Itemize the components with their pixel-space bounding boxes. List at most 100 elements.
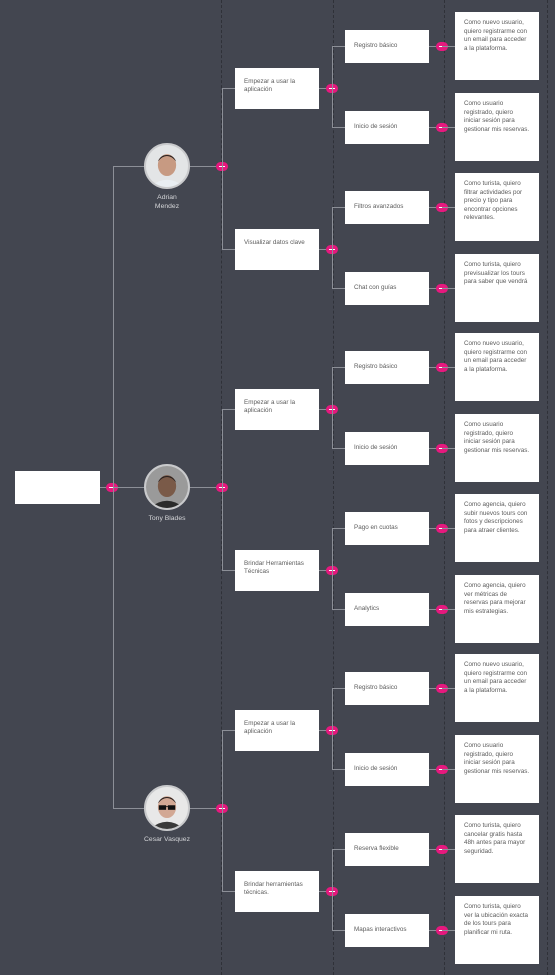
- avatar[interactable]: [144, 464, 190, 510]
- feature-label: Registro básico: [354, 683, 398, 691]
- story-card[interactable]: Como turista, quiero previsualizar los t…: [455, 254, 539, 322]
- epic-card[interactable]: Empezar a usar la aplicación: [235, 388, 319, 430]
- person-avatar-icon: [146, 787, 188, 829]
- connector-line: [429, 288, 442, 289]
- connector-line: [190, 808, 222, 809]
- connector-line: [442, 769, 455, 770]
- story-text: Como usuario registrado, quiero iniciar …: [464, 100, 530, 133]
- story-card[interactable]: Como nuevo usuario, quiero registrarme c…: [455, 654, 539, 722]
- connector-line: [332, 448, 345, 449]
- connector-line: [332, 528, 345, 529]
- connector-line: [442, 127, 455, 128]
- connector-line: [222, 891, 235, 892]
- root-node[interactable]: [15, 471, 100, 504]
- story-card[interactable]: Como turista, quiero filtrar actividades…: [455, 173, 539, 241]
- epic-card[interactable]: Brindar Herramientas Técnicas: [235, 549, 319, 591]
- connector-line: [332, 207, 345, 208]
- collapse-toggle[interactable]: [106, 482, 118, 492]
- connector-line: [429, 207, 442, 208]
- feature-card[interactable]: Filtros avanzados: [345, 190, 429, 224]
- connector-line: [442, 207, 455, 208]
- feature-card[interactable]: Inicio de sesión: [345, 431, 429, 465]
- epic-label: Brindar Herramientas Técnicas: [244, 559, 304, 576]
- connector-line: [442, 46, 455, 47]
- story-card[interactable]: Como nuevo usuario, quiero registrarme c…: [455, 333, 539, 401]
- connector-line: [442, 367, 455, 368]
- connector-line: [222, 249, 235, 250]
- connector-line: [222, 730, 235, 731]
- feature-card[interactable]: Registro básico: [345, 29, 429, 63]
- connector-line: [319, 88, 332, 89]
- feature-label: Inicio de sesión: [354, 122, 398, 130]
- story-card[interactable]: Como agencia, quiero subir nuevos tours …: [455, 494, 539, 562]
- connector-line: [319, 570, 332, 571]
- epic-card[interactable]: Visualizar datos clave: [235, 228, 319, 270]
- feature-label: Registro básico: [354, 41, 398, 49]
- story-card[interactable]: Como nuevo usuario, quiero registrarme c…: [455, 12, 539, 80]
- story-text: Como nuevo usuario, quiero registrarme c…: [464, 661, 527, 694]
- feature-card[interactable]: Inicio de sesión: [345, 752, 429, 786]
- story-card[interactable]: Como usuario registrado, quiero iniciar …: [455, 414, 539, 482]
- feature-card[interactable]: Registro básico: [345, 671, 429, 705]
- connector-line: [332, 688, 345, 689]
- avatar[interactable]: [144, 785, 190, 831]
- avatar[interactable]: [144, 143, 190, 189]
- feature-card[interactable]: Reserva flexible: [345, 832, 429, 866]
- epic-label: Empezar a usar la aplicación: [244, 719, 296, 736]
- epic-card[interactable]: Empezar a usar la aplicación: [235, 709, 319, 751]
- feature-card[interactable]: Inicio de sesión: [345, 110, 429, 144]
- story-text: Como turista, quiero ver la ubicación ex…: [464, 903, 529, 936]
- column-divider: [333, 0, 334, 975]
- story-card[interactable]: Como usuario registrado, quiero iniciar …: [455, 93, 539, 161]
- connector-line: [222, 409, 235, 410]
- epic-card[interactable]: Empezar a usar la aplicación: [235, 67, 319, 109]
- story-card[interactable]: Como turista, quiero ver la ubicación ex…: [455, 896, 539, 964]
- connector-line: [332, 46, 345, 47]
- connector-line: [332, 367, 345, 368]
- epic-label: Visualizar datos clave: [244, 238, 305, 246]
- feature-label: Registro básico: [354, 362, 398, 370]
- feature-label: Filtros avanzados: [354, 202, 404, 210]
- feature-card[interactable]: Pago en cuotas: [345, 511, 429, 545]
- connector-line: [429, 46, 442, 47]
- connector-line: [429, 448, 442, 449]
- feature-label: Inicio de sesión: [354, 443, 398, 451]
- feature-label: Pago en cuotas: [354, 523, 398, 531]
- person-name: Tony Blades: [148, 515, 186, 522]
- connector-line: [429, 769, 442, 770]
- connector-line: [429, 127, 442, 128]
- feature-label: Inicio de sesión: [354, 764, 398, 772]
- column-divider: [547, 0, 548, 975]
- epic-label: Empezar a usar la aplicación: [244, 77, 296, 94]
- story-card[interactable]: Como agencia, quiero ver métricas de res…: [455, 575, 539, 643]
- connector-line: [332, 288, 345, 289]
- epic-card[interactable]: Brindar herramientas técnicas.: [235, 870, 319, 912]
- feature-card[interactable]: Chat con guías: [345, 271, 429, 305]
- connector-line: [222, 409, 223, 571]
- connector-line: [222, 88, 235, 89]
- connector-line: [442, 609, 455, 610]
- connector-line: [442, 930, 455, 931]
- connector-line: [113, 487, 144, 488]
- connector-line: [319, 249, 332, 250]
- person-avatar-icon: [146, 466, 188, 508]
- story-text: Como agencia, quiero ver métricas de res…: [464, 582, 526, 615]
- epic-label: Empezar a usar la aplicación: [244, 398, 296, 415]
- connector-line: [429, 609, 442, 610]
- connector-line: [332, 688, 333, 770]
- connector-line: [113, 808, 144, 809]
- feature-card[interactable]: Analytics: [345, 592, 429, 626]
- connector-line: [332, 769, 345, 770]
- story-card[interactable]: Como turista, quiero cancelar gratis has…: [455, 815, 539, 883]
- connector-line: [222, 730, 223, 892]
- story-text: Como usuario registrado, quiero iniciar …: [464, 421, 530, 454]
- connector-line: [319, 409, 332, 410]
- feature-card[interactable]: Mapas interactivos: [345, 913, 429, 947]
- story-text: Como nuevo usuario, quiero registrarme c…: [464, 19, 527, 52]
- connector-line: [442, 288, 455, 289]
- feature-card[interactable]: Registro básico: [345, 350, 429, 384]
- story-card[interactable]: Como usuario registrado, quiero iniciar …: [455, 735, 539, 803]
- connector-line: [442, 849, 455, 850]
- connector-line: [429, 930, 442, 931]
- person-avatar-icon: [146, 145, 188, 187]
